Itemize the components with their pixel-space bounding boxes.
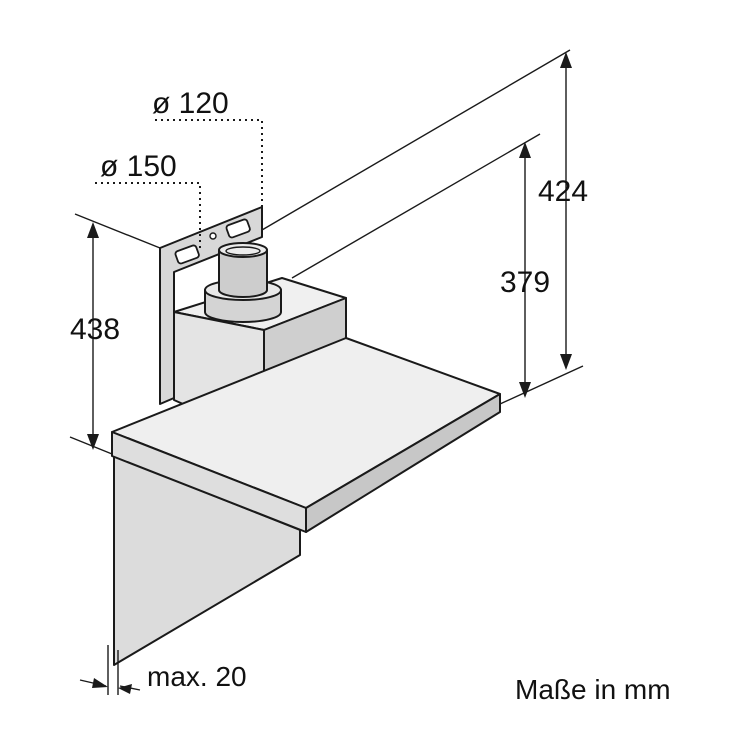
dimension-438 bbox=[87, 222, 99, 450]
dimension-max20 bbox=[79, 645, 141, 695]
label-438: 438 bbox=[70, 313, 120, 346]
label-379: 379 bbox=[500, 266, 550, 299]
canopy bbox=[111, 337, 501, 533]
label-d150: ø 150 bbox=[100, 150, 177, 183]
label-424: 424 bbox=[538, 175, 588, 208]
reference-lines bbox=[69, 49, 584, 455]
bracket-slot-left bbox=[174, 244, 200, 265]
label-d120: ø 120 bbox=[152, 87, 229, 120]
label-max20: max. 20 bbox=[147, 661, 247, 692]
dimension-424 bbox=[560, 52, 572, 370]
units-note: Maße in mm bbox=[515, 674, 671, 705]
duct-connector bbox=[204, 242, 282, 323]
duct-upper-cylinder bbox=[218, 249, 268, 298]
bracket-slot-right bbox=[225, 218, 251, 239]
bracket-hole bbox=[209, 232, 217, 240]
canopy-side bbox=[305, 393, 501, 533]
dimension-379 bbox=[519, 142, 531, 398]
